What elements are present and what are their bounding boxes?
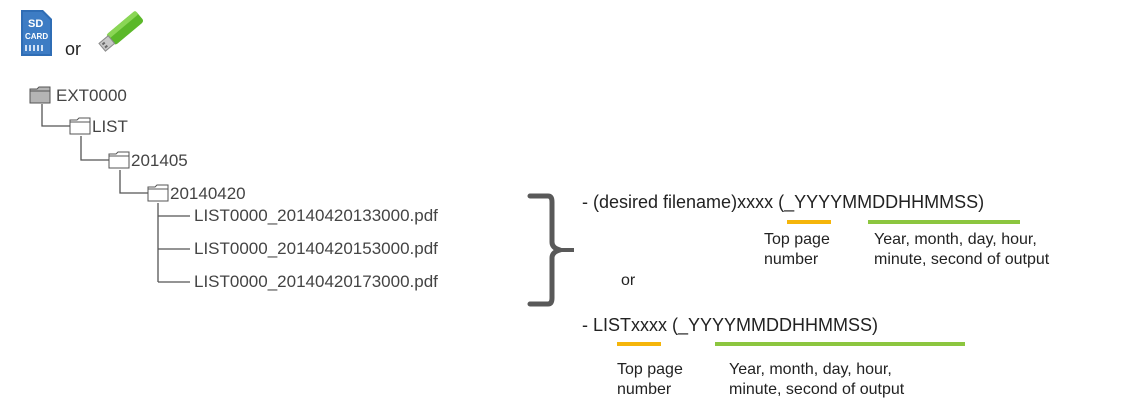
datetime-underline bbox=[715, 342, 965, 346]
datetime-label-line: Year, month, day, hour, bbox=[729, 361, 892, 378]
folder-icon bbox=[69, 117, 91, 135]
format-2-prefix: - LIST bbox=[582, 315, 632, 335]
format-2-page: xxxx bbox=[631, 315, 668, 335]
filename-format-2: - LISTxxxx (_YYYYMMDDHHMMSS) bbox=[582, 315, 878, 336]
format-1-space: ( bbox=[773, 192, 785, 212]
datetime-label-line: minute, second of output bbox=[729, 381, 905, 398]
or-separator: or bbox=[621, 272, 636, 289]
folder-month-label: 201405 bbox=[131, 151, 188, 170]
grouping-brace bbox=[527, 193, 574, 307]
folder-list-label: LIST bbox=[92, 117, 128, 136]
header-or-label: or bbox=[65, 39, 82, 59]
filename-format-1: - (desired filename)xxxx (_YYYYMMDDHHMMS… bbox=[582, 192, 984, 213]
tree-connectors bbox=[41, 104, 190, 283]
datetime-label-line: Year, month, day, hour, bbox=[874, 231, 1037, 248]
sd-card-label-bottom: CARD bbox=[25, 32, 48, 41]
sd-card-label-top: SD bbox=[28, 18, 43, 30]
root-folder-icon bbox=[29, 86, 51, 104]
datetime-label: Year, month, day, hour, minute, second o… bbox=[874, 230, 1049, 270]
format-2-suffix: ) bbox=[872, 315, 879, 335]
folder-icon bbox=[147, 184, 169, 202]
page-label: Top page number bbox=[764, 230, 830, 270]
format-2-datetime: _YYYYMMDDHHMMSS bbox=[678, 315, 873, 335]
format-1-prefix: - (desired filename) bbox=[582, 192, 738, 212]
page-label-line: Top page bbox=[617, 361, 683, 378]
datetime-label: Year, month, day, hour, minute, second o… bbox=[729, 360, 904, 400]
datetime-underline bbox=[868, 220, 1020, 224]
format-2-space: ( bbox=[667, 315, 679, 335]
folder-root-label: EXT0000 bbox=[56, 86, 127, 105]
page-underline bbox=[617, 342, 661, 346]
format-1-page: xxxx bbox=[737, 192, 774, 212]
file-item: LIST0000_20140420173000.pdf bbox=[194, 272, 438, 291]
page-label-line: number bbox=[617, 381, 672, 398]
page-label-line: Top page bbox=[764, 231, 830, 248]
folder-day-label: 20140420 bbox=[170, 184, 246, 203]
format-1-datetime: _YYYYMMDDHHMMSS bbox=[784, 192, 979, 212]
folder-icon bbox=[108, 151, 130, 169]
page-underline bbox=[787, 220, 831, 224]
sd-card-icon: SD CARD bbox=[21, 10, 52, 56]
datetime-label-line: minute, second of output bbox=[874, 251, 1050, 268]
format-1-suffix: ) bbox=[978, 192, 985, 212]
file-item: LIST0000_20140420153000.pdf bbox=[194, 239, 438, 258]
usb-stick-icon bbox=[98, 11, 144, 52]
page-label-line: number bbox=[764, 251, 819, 268]
page-label: Top page number bbox=[617, 360, 683, 400]
file-item: LIST0000_20140420133000.pdf bbox=[194, 206, 438, 225]
